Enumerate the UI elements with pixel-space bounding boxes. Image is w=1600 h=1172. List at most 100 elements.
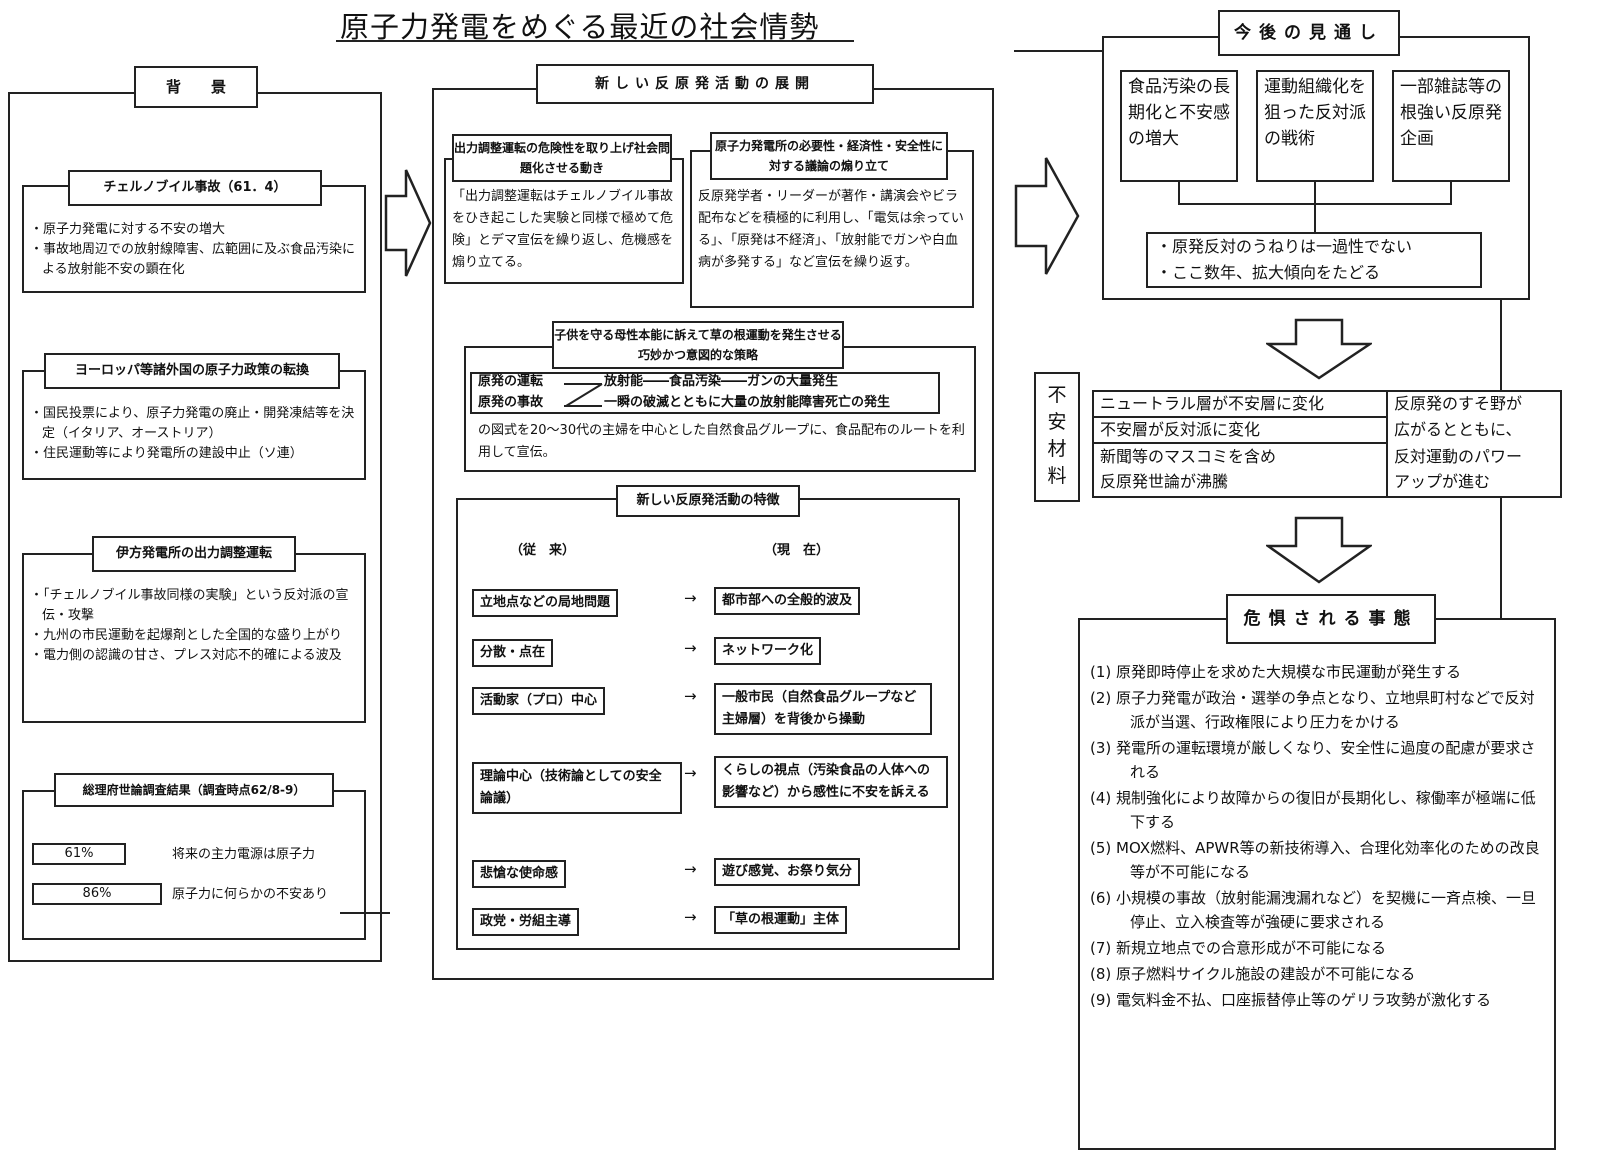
features-col-new: （現 在）: [764, 543, 830, 558]
feature-old: 分散・点在: [472, 639, 554, 667]
item-num: (7): [1090, 939, 1112, 957]
survey-row-label: 将来の主力電源は原子力: [172, 847, 316, 862]
bracket-line: [1314, 182, 1316, 204]
outlook-box: [1120, 70, 1238, 182]
right-arrow-icon: →: [684, 589, 697, 607]
anxiety-right: アップが進む: [1394, 472, 1491, 491]
right-arrow-icon: →: [684, 764, 697, 782]
list-item: 事故地周辺での放射線障害、広範囲に及ぶ食品汚染による放射能不安の顕在化: [30, 240, 360, 280]
list-item: 国民投票により、原子力発電の廃止・開発凍結等を決定（イタリア、オーストリア）: [30, 404, 360, 444]
right-arrow-icon: →: [684, 860, 697, 878]
list-item: (2) 原子力発電が政治・選挙の争点となり、立地県町村などで反対派が当選、行政権…: [1090, 686, 1548, 734]
necessity-body: 反原発学者・リーダーが著作・講演会やビラ配布などを積極的に利用し、「電気は余って…: [698, 189, 964, 270]
item-num: (9): [1090, 991, 1112, 1009]
down-arrow-icon: [1266, 318, 1372, 380]
anxiety-left: 反原発世論が沸騰: [1100, 472, 1229, 491]
item-text: 小規模の事故（放射能漏洩漏れなど）を契機に一斉点検、一旦停止、立入検査等が強硬に…: [1116, 889, 1537, 931]
feature-new: ネットワーク化: [714, 637, 822, 665]
right-arrow-icon: [384, 169, 432, 277]
survey-pct-value: 61%: [64, 846, 94, 861]
list-item: 「チェルノブイル事故同様の実験」という反対派の宣伝・攻撃: [30, 586, 360, 626]
necessity-heading-text: 原子力発電所の必要性・経済性・安全性に対する議論の煽り立て: [714, 139, 943, 173]
list-item: 住民運動等により発電所の建設中止（ソ連）: [30, 444, 360, 464]
cross-arrow-icon: [564, 383, 603, 407]
right-arrow-icon: →: [684, 908, 697, 926]
background-heading: 背 景: [134, 66, 258, 108]
survey-row-label: 原子力に何らかの不安あり: [172, 887, 329, 902]
list-item: (4) 規制強化により故障からの復旧が長期化し、稼働率が極端に低下する: [1090, 786, 1548, 834]
feature-new: くらしの視点（汚染食品の人体への影響など）から感性に不安を訴える: [714, 756, 948, 808]
ikata-list: 「チェルノブイル事故同様の実験」という反対派の宣伝・攻撃 九州の市民運動を起爆剤…: [30, 586, 360, 666]
europe-heading: ヨーロッパ等諸外国の原子力政策の転換: [44, 353, 340, 389]
outlook-box-text: 一部雑誌等の根強い反原発企画: [1400, 77, 1502, 149]
item-text: MOX燃料、APWR等の新技術導入、合理化効率化のための改良等が不可能になる: [1116, 839, 1540, 881]
concerns-heading: 危惧される事態: [1226, 594, 1436, 644]
item-text: 規制強化により故障からの復旧が長期化し、稼働率が極端に低下する: [1116, 789, 1536, 831]
feature-old: 悲愴な使命感: [472, 860, 567, 888]
outlook-summary-list: 原発反対のうねりは一過性でない ここ数年、拡大傾向をたどる: [1156, 234, 1412, 286]
feature-new: 一般市民（自然食品グループなど主婦層）を背後から操動: [714, 683, 932, 735]
item-num: (4): [1090, 789, 1112, 807]
concerns-panel: [1078, 618, 1556, 1150]
right-arrow-icon: →: [684, 639, 697, 657]
survey-heading: 総理府世論調査結果（調査時点62/8-9）: [54, 773, 334, 807]
outlook-box: [1256, 70, 1374, 182]
anxiety-divider: [1386, 390, 1388, 498]
list-item: (5) MOX燃料、APWR等の新技術導入、合理化効率化のための改良等が不可能に…: [1090, 836, 1548, 884]
item-num: (2): [1090, 689, 1112, 707]
item-num: (3): [1090, 739, 1112, 757]
anxiety-left: 新聞等のマスコミを含め: [1100, 447, 1277, 466]
output-risk-heading: 出力調整運転の危険性を取り上げ社会問題化させる動き: [452, 134, 672, 182]
anxiety-divider: [1092, 416, 1386, 418]
outlook-box: [1392, 70, 1510, 182]
maternal-heading-text: 子供を守る母性本能に訴えて草の根運動を発生させる巧妙かつ意図的な策略: [554, 328, 842, 362]
survey-underline: [340, 912, 390, 914]
concerns-list: (1) 原発即時停止を求めた大規模な市民運動が発生する (2) 原子力発電が政治…: [1090, 660, 1548, 1014]
feature-new: 遊び感覚、お祭り気分: [714, 858, 861, 886]
item-text: 電気料金不払、口座振替停止等のゲリラ攻勢が激化する: [1116, 991, 1492, 1009]
list-item: 原発反対のうねりは一過性でない: [1156, 234, 1412, 260]
maternal-row2-cause: 原発の事故: [478, 395, 544, 410]
outlook-heading: 今後の見通し: [1218, 10, 1400, 56]
item-text: 原発即時停止を求めた大規模な市民運動が発生する: [1116, 663, 1462, 681]
anxiety-left: ニュートラル層が不安層に変化: [1100, 394, 1325, 413]
right-arrow-icon: →: [684, 687, 697, 705]
item-num: (1): [1090, 663, 1112, 681]
chernobyl-heading: チェルノブイル事故（61．4）: [68, 170, 322, 206]
anxiety-right: 反原発のすそ野が: [1394, 394, 1523, 413]
title-underline: [336, 40, 854, 42]
anxiety-right: 広がるとともに、: [1394, 420, 1522, 439]
anxiety-left: 不安層が反対派に変化: [1100, 420, 1261, 439]
feature-old: 理論中心（技術論としての安全論議）: [472, 762, 682, 814]
ikata-heading: 伊方発電所の出力調整運転: [92, 536, 296, 572]
connector-line: [1014, 50, 1102, 52]
anxiety-box: [1092, 390, 1562, 498]
list-item: (8) 原子燃料サイクル施設の建設が不可能になる: [1090, 962, 1548, 986]
maternal-row1-cause: 原発の運転: [478, 374, 544, 389]
feature-old: 政党・労組主導: [472, 908, 580, 936]
bracket-line: [1450, 182, 1452, 204]
item-num: (6): [1090, 889, 1112, 907]
outlook-box-text: 運動組織化を狙った反対派の戦術: [1264, 77, 1366, 149]
list-item: 電力側の認識の甘さ、プレス対応不的確による波及: [30, 646, 360, 666]
survey-pct-value: 86%: [82, 886, 112, 901]
output-risk-body: 「出力調整運転はチェルノブイル事故をひき起こした実験と同様で極めて危険」とデマ宣…: [452, 189, 674, 270]
anxiety-label: 不安材料: [1047, 384, 1067, 487]
list-item: 九州の市民運動を起爆剤とした全国的な盛り上がり: [30, 626, 360, 646]
right-arrow-icon: [1014, 157, 1080, 275]
item-text: 新規立地点での合意形成が不可能になる: [1116, 939, 1387, 957]
necessity-heading: 原子力発電所の必要性・経済性・安全性に対する議論の煽り立て: [710, 132, 948, 180]
list-item: 原子力発電に対する不安の増大: [30, 220, 360, 240]
maternal-heading: 子供を守る母性本能に訴えて草の根運動を発生させる巧妙かつ意図的な策略: [552, 321, 844, 369]
list-item: ここ数年、拡大傾向をたどる: [1156, 260, 1412, 286]
maternal-row1-effect: 放射能――食品汚染――ガンの大量発生: [604, 374, 839, 389]
connector-line: [1500, 498, 1502, 620]
list-item: (9) 電気料金不払、口座振替停止等のゲリラ攻勢が激化する: [1090, 988, 1548, 1012]
chernobyl-list: 原子力発電に対する不安の増大 事故地周辺での放射線障害、広範囲に及ぶ食品汚染によ…: [30, 220, 360, 280]
features-heading: 新しい反原発活動の特徴: [616, 485, 800, 517]
page-title: 原子力発電をめぐる最近の社会情勢: [340, 10, 820, 44]
survey-pct-box: 61%: [32, 843, 126, 865]
list-item: (7) 新規立地点での合意形成が不可能になる: [1090, 936, 1548, 960]
list-item: (1) 原発即時停止を求めた大規模な市民運動が発生する: [1090, 660, 1548, 684]
item-num: (8): [1090, 965, 1112, 983]
